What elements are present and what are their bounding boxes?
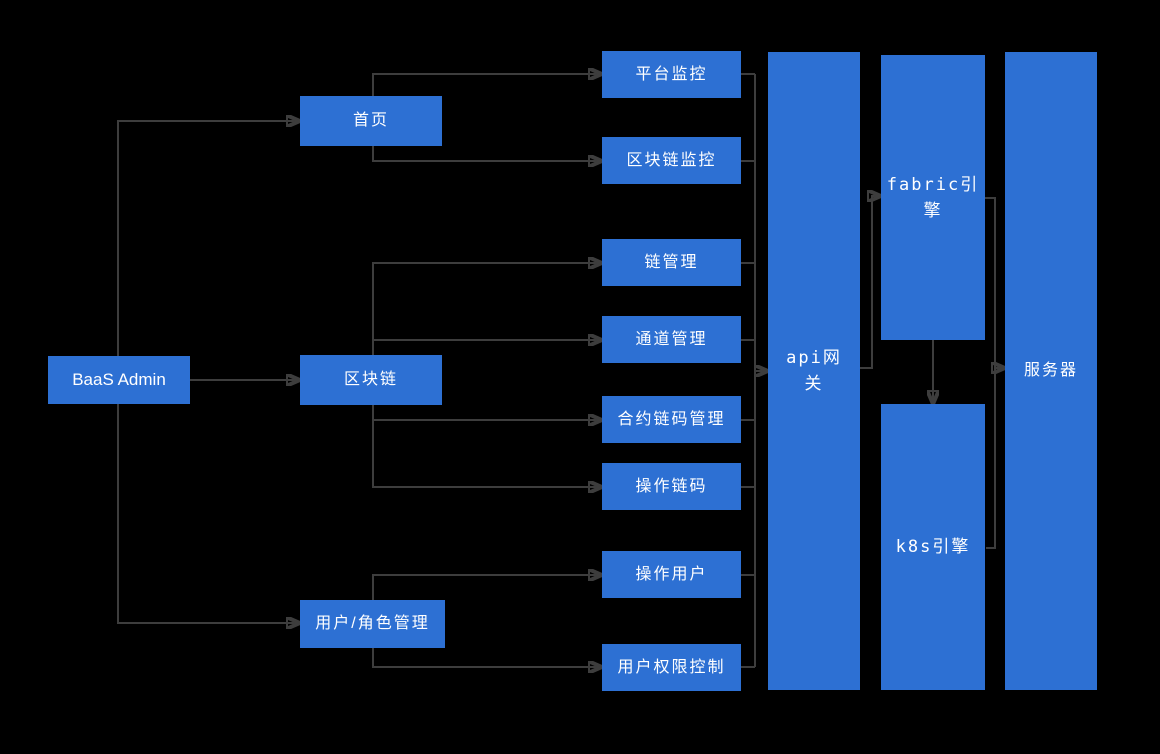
- edge-blockchain-chain-mgmt: [372, 263, 601, 355]
- node-k8s-engine: k8s引擎: [881, 404, 985, 690]
- node-platform-monitor: 平台监控: [602, 51, 741, 98]
- edge-baas-user-role: [117, 404, 299, 623]
- node-channel-management: 通道管理: [602, 316, 741, 363]
- edge-baas-home: [117, 121, 299, 356]
- node-home: 首页: [300, 96, 442, 146]
- node-chain-management: 链管理: [602, 239, 741, 286]
- edge-user-role-operate-user: [372, 575, 601, 600]
- edge-engines-bus: [985, 197, 996, 549]
- node-user-permission-control: 用户权限控制: [602, 644, 741, 691]
- node-operate-user: 操作用户: [602, 551, 741, 598]
- node-user-role-management: 用户/角色管理: [300, 600, 445, 648]
- node-blockchain: 区块链: [300, 355, 442, 405]
- node-operate-chaincode: 操作链码: [602, 463, 741, 510]
- edge-blockchain-operate-chaincode: [372, 405, 601, 487]
- node-contract-chaincode-management: 合约链码管理: [602, 396, 741, 443]
- node-fabric-engine: fabric引 擎: [881, 55, 985, 340]
- edge-api-fabric: [860, 196, 880, 369]
- node-server: 服务器: [1005, 52, 1097, 690]
- node-baas-admin: BaaS Admin: [48, 356, 190, 404]
- edge-home-blockchain-monitor: [372, 146, 601, 161]
- edge-home-platform-monitor: [372, 74, 601, 96]
- node-api-gateway: api网 关: [768, 52, 860, 690]
- node-blockchain-monitor: 区块链监控: [602, 137, 741, 184]
- edge-user-role-user-permission: [372, 648, 601, 667]
